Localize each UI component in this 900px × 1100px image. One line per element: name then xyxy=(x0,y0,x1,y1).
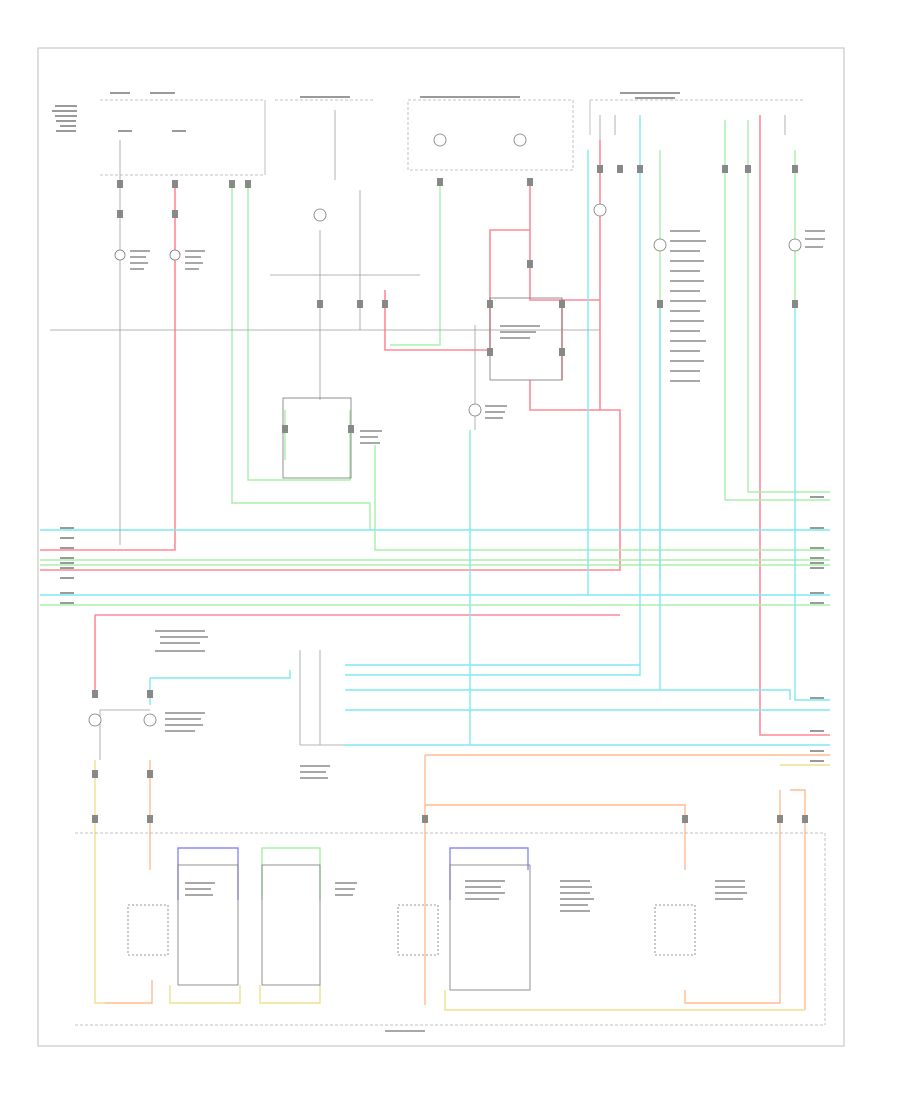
right-module-box xyxy=(589,99,805,135)
top-left-component-box xyxy=(100,99,266,176)
right-wire-labels xyxy=(810,496,824,762)
yellow-wires xyxy=(94,760,830,1011)
component-text-marks xyxy=(130,230,825,1032)
connector-marks xyxy=(92,165,808,823)
relay-box-left xyxy=(282,397,352,479)
bulb-symbols xyxy=(88,133,802,727)
gray-lines xyxy=(50,110,786,760)
green-wires-lower xyxy=(261,847,321,900)
top-left-labels xyxy=(52,92,680,132)
bottom-module-boxes xyxy=(127,864,696,991)
left-wire-labels xyxy=(60,527,74,604)
light-blue-wires xyxy=(40,115,830,746)
red-wires xyxy=(40,115,830,736)
center-module-box xyxy=(407,99,574,171)
bottom-connector-region xyxy=(75,832,826,1026)
diagram-frame xyxy=(37,47,845,1047)
relay-box-center xyxy=(489,297,563,381)
green-wires xyxy=(40,120,830,606)
